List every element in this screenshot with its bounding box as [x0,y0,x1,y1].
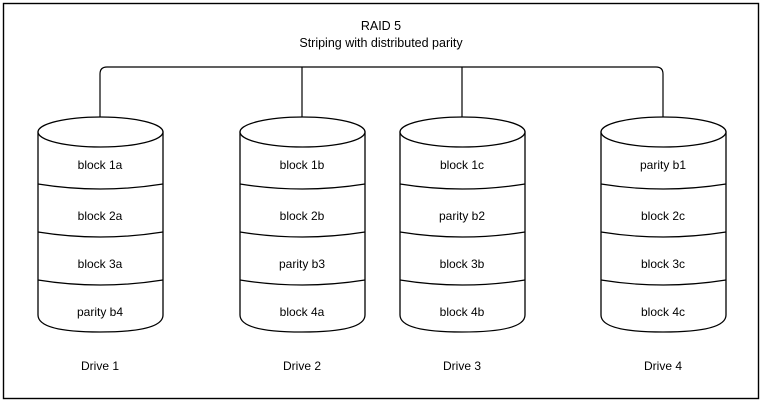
drive-3-cylinder-top [399,116,526,148]
drive-3-block-1: block 1c [440,158,484,172]
drive-1-block-2: block 2a [78,209,123,223]
drive-2-cylinder-body [239,131,366,333]
drive-2-block-3: parity b3 [279,257,325,271]
drive-3-block-2: parity b2 [439,209,485,223]
drive-1-cylinder-body [37,131,164,333]
drive-1-divider-3 [37,279,164,286]
drive-3-divider-2 [399,231,526,238]
drive-3-label: Drive 3 [443,359,481,373]
drive-4-block-2: block 2c [641,209,685,223]
drive-3: block 1c parity b2 block 3b block 4b Dri… [399,116,526,373]
diagram-title-line1: RAID 5 [361,19,401,33]
drive-2-divider-3 [239,279,366,286]
drive-4-label: Drive 4 [644,359,682,373]
drive-2-label: Drive 2 [283,359,321,373]
drive-1-block-4: parity b4 [77,305,123,319]
diagram-title-line2: Striping with distributed parity [299,36,463,50]
drive-4-block-4: block 4c [641,305,685,319]
drive-4-cylinder-body [600,131,727,333]
drive-3-divider-3 [399,279,526,286]
drive-2-divider-2 [239,231,366,238]
drive-4-divider-3 [600,279,727,286]
drive-1-block-3: block 3a [78,257,123,271]
drive-2-cylinder-top [239,116,366,148]
drive-4-block-3: block 3c [641,257,685,271]
drive-4-cylinder-top [600,116,727,148]
drive-3-divider-1 [399,183,526,190]
drive-4-divider-1 [600,183,727,190]
drive-1-block-1: block 1a [78,158,123,172]
drive-1-divider-2 [37,231,164,238]
drive-1-label: Drive 1 [81,359,119,373]
drive-3-block-3: block 3b [440,257,485,271]
drive-2: block 1b block 2b parity b3 block 4a Dri… [239,116,366,373]
drive-1-divider-1 [37,183,164,190]
drive-2-block-2: block 2b [280,209,325,223]
controller-bus-line [99,66,664,122]
drive-1: block 1a block 2a block 3a parity b4 Dri… [37,116,164,373]
drive-3-cylinder-body [399,131,526,333]
drive-4-block-1: parity b1 [640,158,686,172]
drive-4: parity b1 block 2c block 3c block 4c Dri… [600,116,727,373]
drive-2-divider-1 [239,183,366,190]
drive-2-block-1: block 1b [280,158,325,172]
drive-2-block-4: block 4a [280,305,325,319]
drive-4-divider-2 [600,231,727,238]
drive-3-block-4: block 4b [440,305,485,319]
drive-1-cylinder-top [37,116,164,148]
